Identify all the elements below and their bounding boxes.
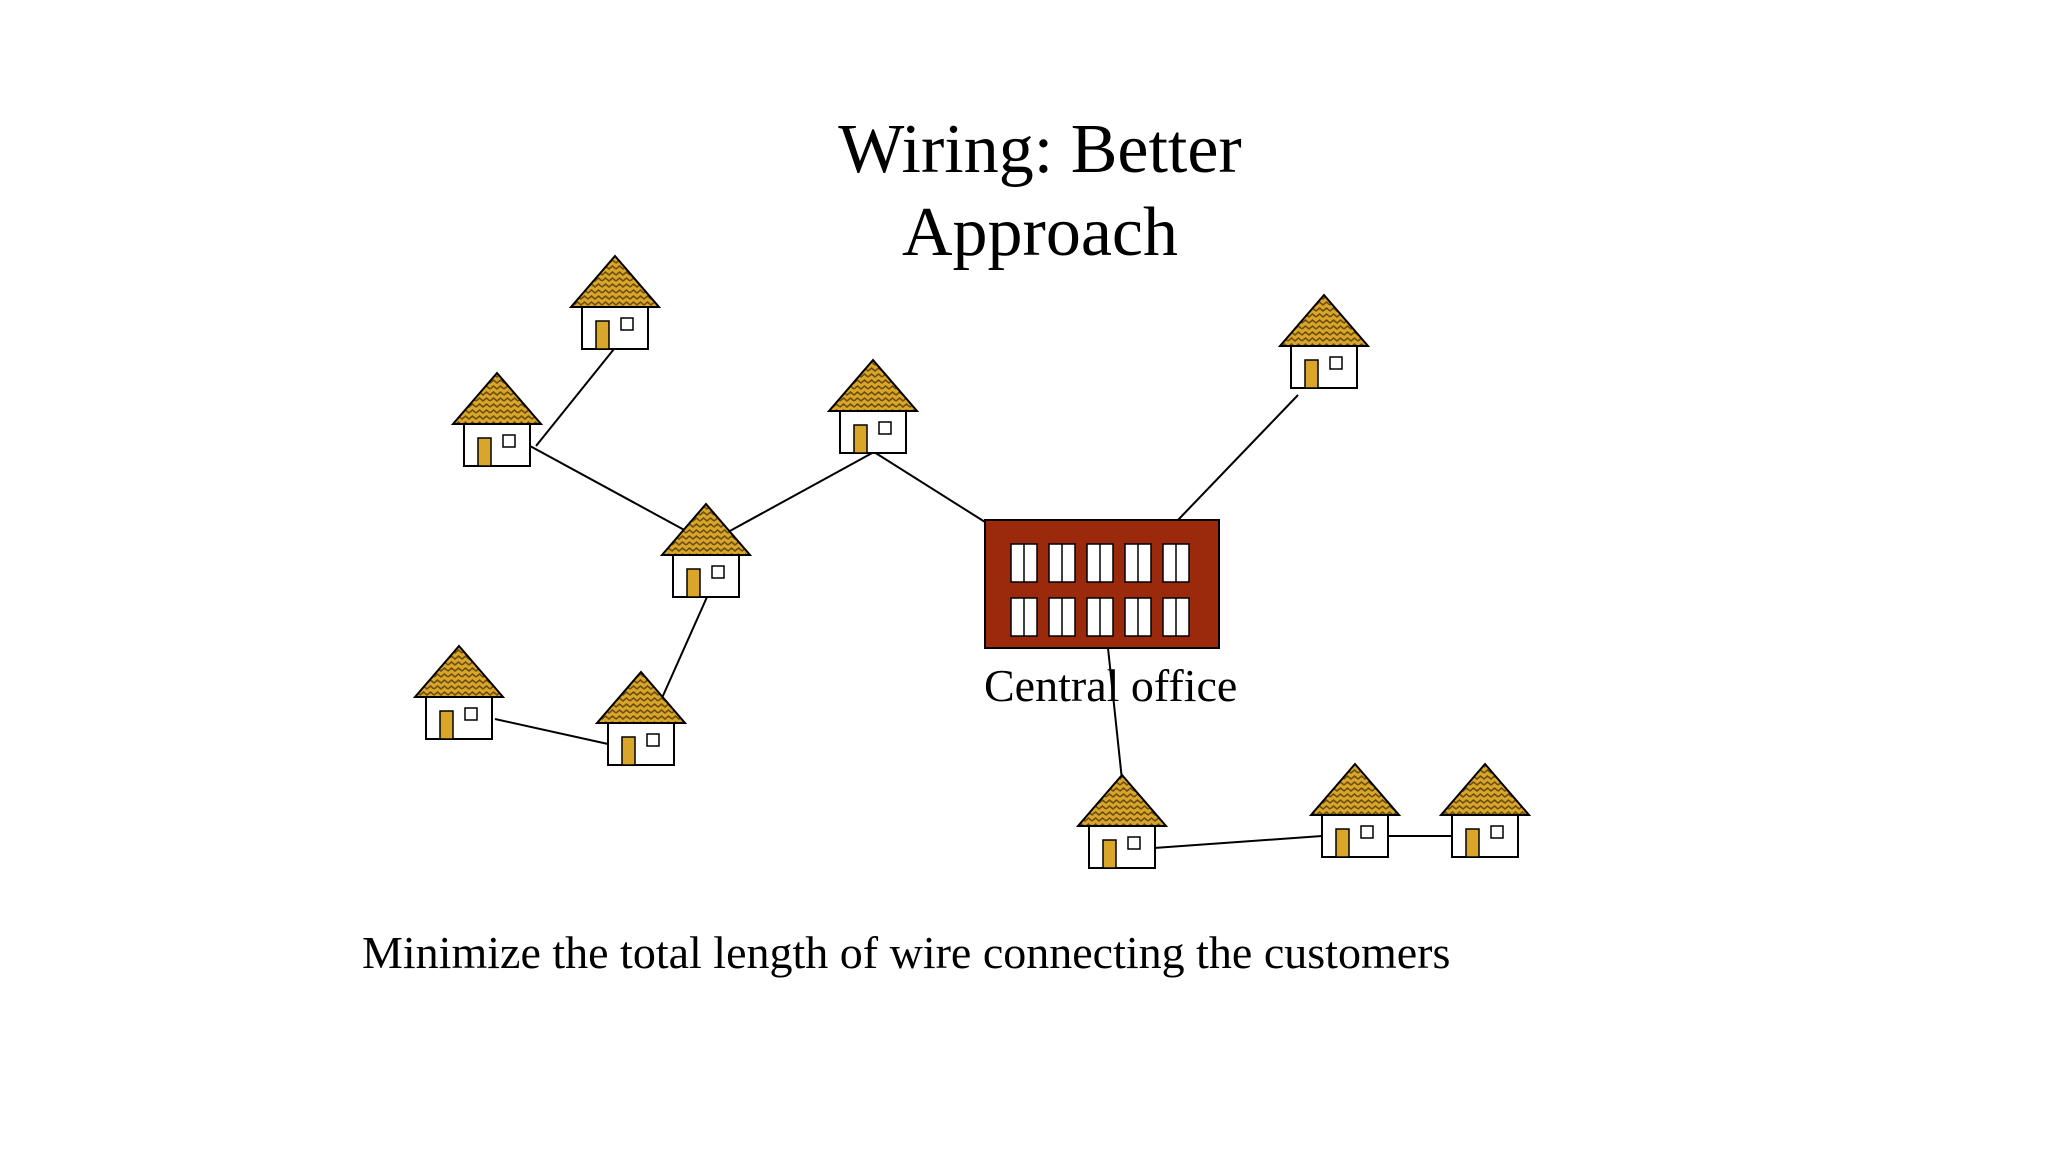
office-window — [1010, 597, 1038, 637]
office-window — [1124, 597, 1152, 637]
wire-segment — [661, 596, 708, 699]
office-window — [1086, 597, 1114, 637]
house-icon — [1308, 762, 1402, 858]
office-window — [1010, 543, 1038, 583]
house-icon — [594, 670, 688, 766]
office-window — [1048, 543, 1076, 583]
office-window — [1162, 597, 1190, 637]
house-icon — [659, 502, 753, 598]
office-window — [1086, 543, 1114, 583]
house-icon — [1075, 773, 1169, 869]
wire-segment — [535, 348, 615, 447]
title-line-2: Approach — [901, 194, 1178, 271]
wire-segment — [529, 445, 689, 533]
slide-title: Wiring: Better Approach — [640, 108, 1440, 274]
house-icon — [450, 371, 544, 467]
central-office-label: Central office — [984, 660, 1238, 711]
wire-segment — [1177, 394, 1299, 521]
house-icon — [412, 644, 506, 740]
central-office-building — [984, 519, 1220, 649]
slide-caption: Minimize the total length of wire connec… — [362, 927, 1451, 978]
wire-segment — [727, 451, 875, 533]
wire-segment — [873, 451, 986, 523]
house-icon — [826, 358, 920, 454]
wire-segment — [494, 718, 609, 745]
wire-segment — [1153, 835, 1323, 849]
wire-segment — [1107, 647, 1123, 781]
house-icon — [1438, 762, 1532, 858]
house-icon — [1277, 293, 1371, 389]
title-line-1: Wiring: Better — [838, 111, 1242, 188]
office-window — [1048, 597, 1076, 637]
wire-connections — [494, 348, 1452, 849]
office-window — [1124, 543, 1152, 583]
house-icon — [568, 254, 662, 350]
office-window — [1162, 543, 1190, 583]
